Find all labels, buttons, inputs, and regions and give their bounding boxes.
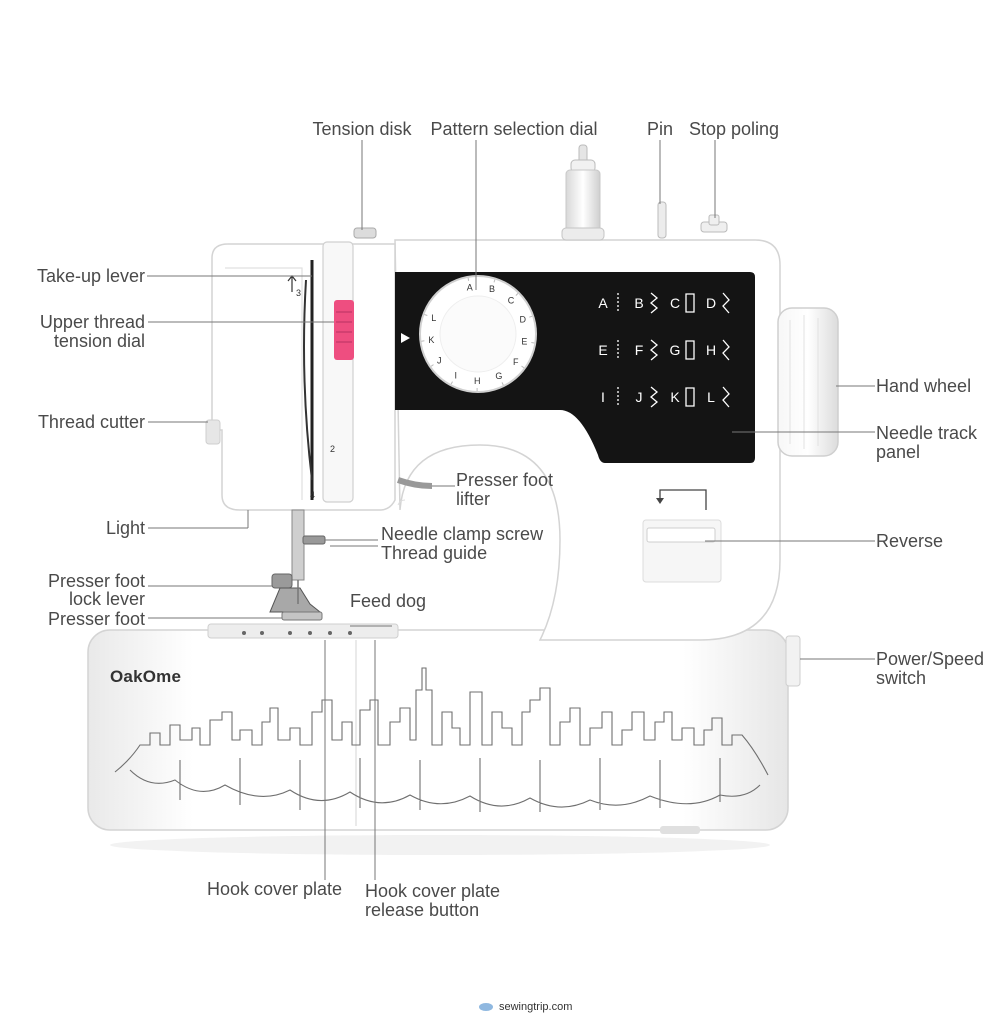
label-presser-foot: Presser foot — [47, 609, 145, 629]
dial-letter-i: I — [455, 370, 458, 380]
pattern-selection-dial[interactable]: A B CD E F G H I J K L — [419, 275, 537, 393]
dial-tick — [467, 277, 470, 281]
svg-text:2: 2 — [330, 444, 335, 454]
label-upper-thread-line1: Upper thread — [39, 312, 145, 332]
label-power-speed-line2: switch — [876, 668, 927, 688]
dial-letter-b: B — [489, 284, 495, 294]
watermark-text: sewingtrip.com — [499, 1001, 573, 1013]
dial-tick — [521, 365, 525, 369]
stitch-letter-e: E — [598, 342, 607, 358]
stop-poling — [700, 214, 728, 233]
machine-head: 3 2 4 — [205, 227, 396, 511]
dial-tick — [424, 314, 428, 316]
label-thread-guide: Thread guide — [381, 543, 488, 563]
stitch-symbol-h — [722, 339, 730, 361]
dial-letter-a: A — [467, 283, 473, 293]
label-tension-disk: Tension disk — [312, 119, 412, 139]
stitch-letter-c: C — [670, 295, 680, 311]
dial-tick — [493, 279, 496, 283]
stitch-letter-i: I — [601, 389, 605, 405]
stitch-letter-a: A — [598, 295, 608, 311]
stitch-letter-g: G — [670, 342, 681, 358]
stitch-pattern-grid: A B C D E F G H I J K L — [598, 292, 730, 408]
dial-letter-h: H — [474, 376, 481, 386]
label-feed-dog: Feed dog — [350, 591, 427, 611]
watermark-icon — [479, 1003, 493, 1012]
dial-tick — [531, 342, 535, 344]
stitch-letter-b: B — [634, 295, 643, 311]
stitch-symbol-l — [722, 386, 730, 408]
dial-letter-c: C — [508, 296, 515, 306]
dial-letter-g: G — [495, 371, 502, 381]
stitch-symbol-f — [649, 339, 659, 361]
dial-letter-f: F — [513, 357, 519, 367]
label-presser-foot-lock-line2: lock lever — [68, 589, 145, 609]
stitch-symbol-d — [722, 292, 730, 314]
tension-disk — [353, 227, 377, 239]
feed-dog — [242, 631, 352, 635]
dial-letter-d: D — [519, 314, 526, 324]
stitch-symbol-j — [649, 386, 659, 408]
label-presser-foot-lifter-line2: lifter — [456, 489, 491, 509]
label-hook-cover-plate: Hook cover plate — [207, 879, 343, 899]
dial-letter-k: K — [428, 335, 434, 345]
reverse-lever[interactable] — [642, 489, 722, 583]
label-power-speed-line1: Power/Speed — [876, 649, 985, 669]
dial-letter-j: J — [437, 356, 442, 366]
stitch-symbol-k — [685, 387, 695, 407]
dial-tick — [529, 315, 533, 318]
label-needle-track-line1: Needle track — [876, 423, 978, 443]
label-presser-foot-lock-line1: Presser foot — [47, 571, 145, 591]
city-skyline-artwork — [114, 667, 769, 812]
label-stop-poling: Stop poling — [688, 119, 780, 139]
dial-tick — [450, 381, 453, 385]
dial-tick — [515, 293, 519, 296]
brand-logo: OakOme — [110, 667, 182, 686]
label-upper-thread-line2: tension dial — [53, 331, 145, 351]
stitch-letter-l: L — [707, 389, 715, 405]
label-reverse: Reverse — [876, 531, 944, 551]
hand-wheel[interactable] — [777, 307, 839, 457]
stitch-letter-j: J — [636, 389, 643, 405]
label-pattern-selection-dial: Pattern selection dial — [430, 119, 598, 139]
stitch-letter-k: K — [670, 389, 680, 405]
needle-assembly — [269, 509, 326, 621]
presser-foot-lifter[interactable] — [397, 477, 433, 489]
label-hand-wheel: Hand wheel — [876, 376, 972, 396]
dial-tick — [430, 364, 434, 367]
label-hook-release-line2: release button — [365, 900, 480, 920]
svg-text:4: 4 — [310, 490, 315, 500]
power-speed-switch[interactable] — [785, 635, 801, 687]
watermark: sewingtrip.com — [479, 1001, 572, 1013]
label-hook-release-line1: Hook cover plate — [365, 881, 501, 901]
stitch-letter-d: D — [706, 295, 716, 311]
thread-spool — [561, 144, 605, 241]
upper-thread-tension-dial — [334, 300, 354, 360]
stitch-symbol-b — [649, 292, 659, 314]
dial-letter-e: E — [521, 336, 527, 346]
stitch-letter-f: F — [635, 342, 644, 358]
dial-tick — [501, 382, 504, 386]
leader-lines — [147, 140, 875, 880]
stitch-symbol-g — [685, 340, 695, 360]
label-needle-clamp-screw: Needle clamp screw — [381, 524, 544, 544]
label-thread-cutter: Thread cutter — [37, 412, 145, 432]
label-pin: Pin — [646, 119, 673, 139]
label-take-up-lever: Take-up lever — [36, 266, 145, 286]
stitch-letter-h: H — [706, 342, 716, 358]
stitch-symbol-c — [685, 293, 695, 313]
label-light: Light — [105, 518, 145, 538]
dial-letter-l: L — [431, 313, 436, 323]
label-needle-track-line2: panel — [876, 442, 921, 462]
svg-text:3: 3 — [296, 288, 301, 298]
label-presser-foot-lifter-line1: Presser foot — [456, 470, 554, 490]
machine-base — [87, 623, 789, 855]
pin — [657, 201, 667, 239]
